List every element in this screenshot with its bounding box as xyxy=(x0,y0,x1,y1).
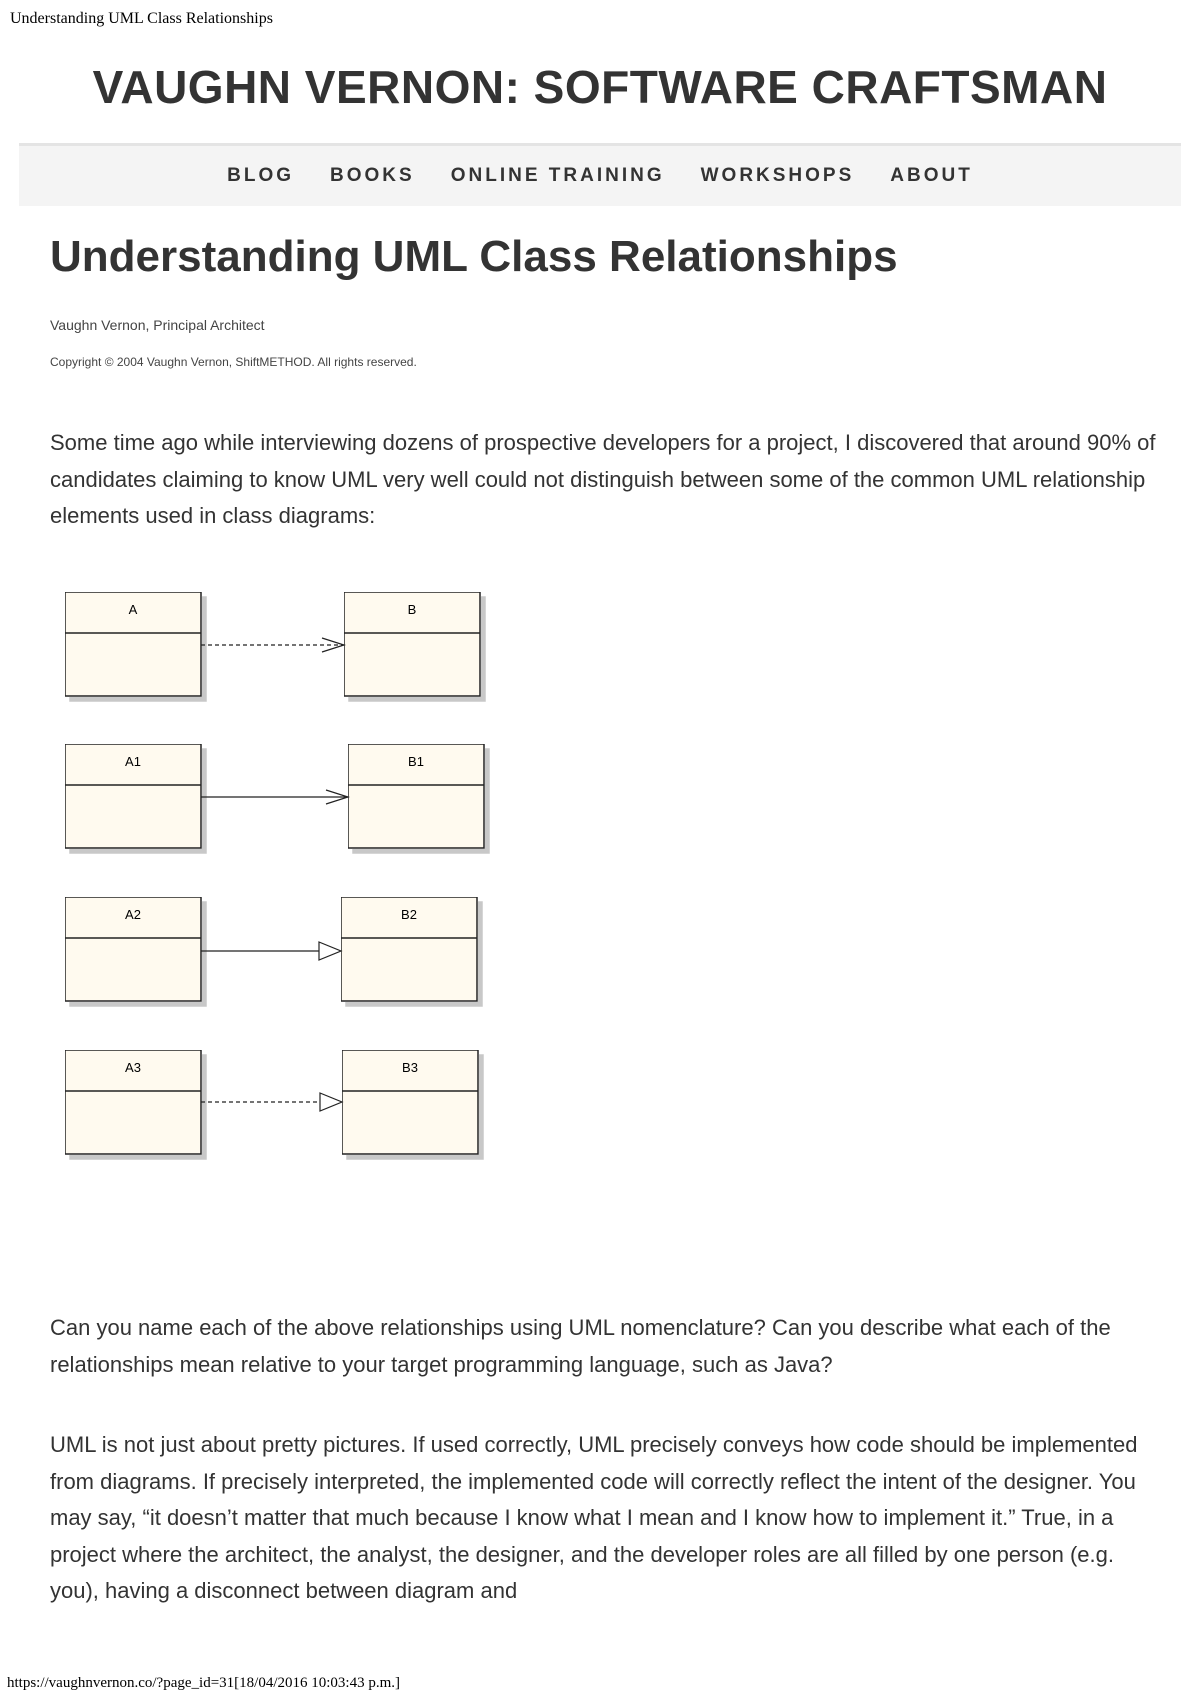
site-title[interactable]: VAUGHN VERNON: SOFTWARE CRAFTSMAN xyxy=(92,61,1108,113)
document-title: Understanding UML Class Relationships xyxy=(10,10,273,27)
class-b1-label: B1 xyxy=(408,754,424,769)
class-a1-label: A1 xyxy=(125,754,141,769)
page-title: Understanding UML Class Relationships xyxy=(50,232,898,281)
nav-blog[interactable]: BLOG xyxy=(227,165,295,186)
class-b3-label: B3 xyxy=(402,1060,418,1075)
nav-workshops[interactable]: WORKSHOPS xyxy=(700,165,855,186)
main-nav: BLOG BOOKS ONLINE TRAINING WORKSHOPS ABO… xyxy=(19,143,1181,206)
nav-books[interactable]: BOOKS xyxy=(330,165,415,186)
author-line: Vaughn Vernon, Principal Architect xyxy=(50,317,265,333)
relationship-a2-b2: A2 B2 xyxy=(64,896,478,1002)
question-paragraph: Can you name each of the above relations… xyxy=(50,1315,1111,1377)
class-b-label: B xyxy=(408,602,417,617)
relationship-a-b: A B xyxy=(64,591,481,697)
footer-url: https://vaughnvernon.co/?page_id=31[18/0… xyxy=(7,1675,400,1691)
relationship-a1-b1: A1 B1 xyxy=(64,743,485,849)
intro-paragraph: Some time ago while interviewing dozens … xyxy=(50,430,1156,528)
nav-online-training[interactable]: ONLINE TRAINING xyxy=(450,165,665,186)
class-a2-label: A2 xyxy=(125,907,141,922)
class-b2-label: B2 xyxy=(401,907,417,922)
class-a-label: A xyxy=(129,602,138,617)
class-a3-label: A3 xyxy=(125,1060,141,1075)
nav-about[interactable]: ABOUT xyxy=(890,165,973,186)
body-paragraph: UML is not just about pretty pictures. I… xyxy=(50,1432,1138,1603)
relationship-a3-b3: A3 B3 xyxy=(64,1049,479,1155)
copyright-line: Copyright © 2004 Vaughn Vernon, ShiftMET… xyxy=(50,355,417,369)
uml-relationships-diagram: A B A1 B1 A2 B2 xyxy=(64,591,485,1155)
